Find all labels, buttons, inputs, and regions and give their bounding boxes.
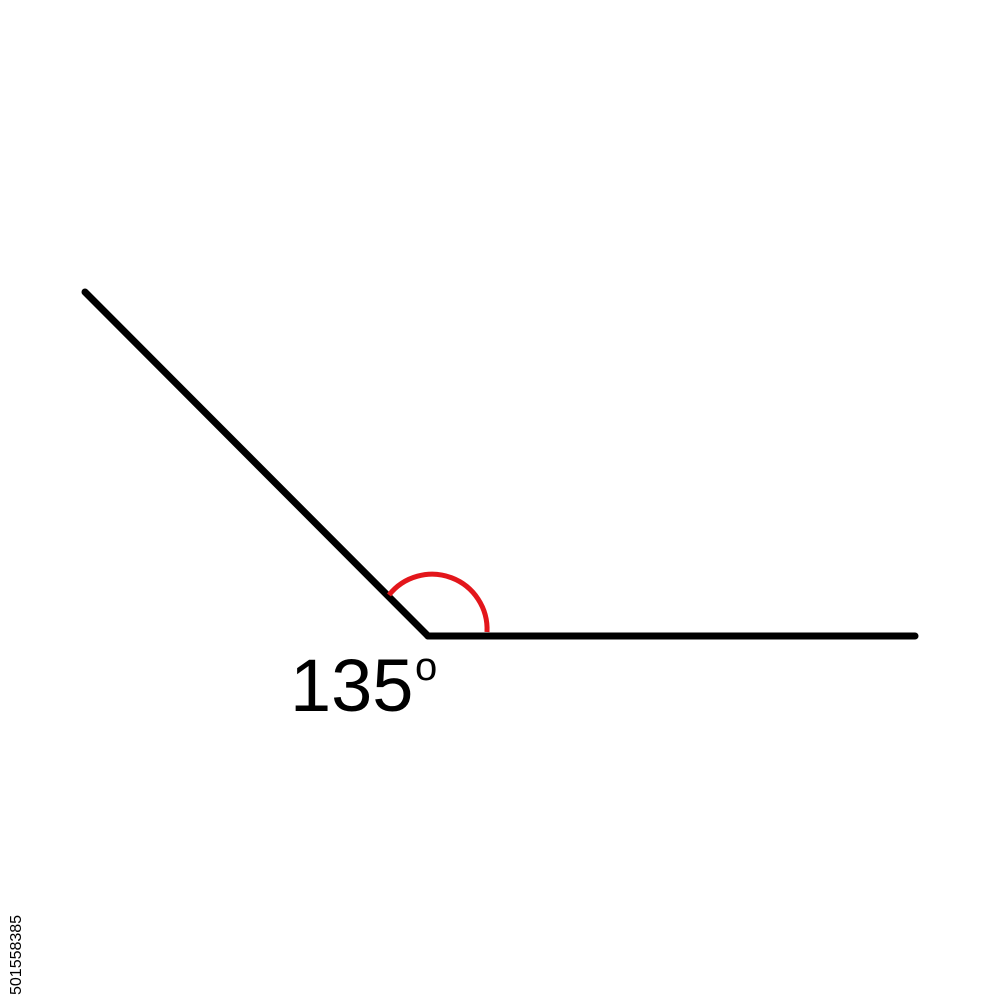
- degree-symbol: o: [415, 645, 437, 689]
- angle-ray-slanted: [81, 288, 432, 640]
- stock-id-label: 501558385: [8, 914, 25, 995]
- angle-arc: [387, 571, 490, 633]
- angle-value-label: 135: [290, 644, 413, 727]
